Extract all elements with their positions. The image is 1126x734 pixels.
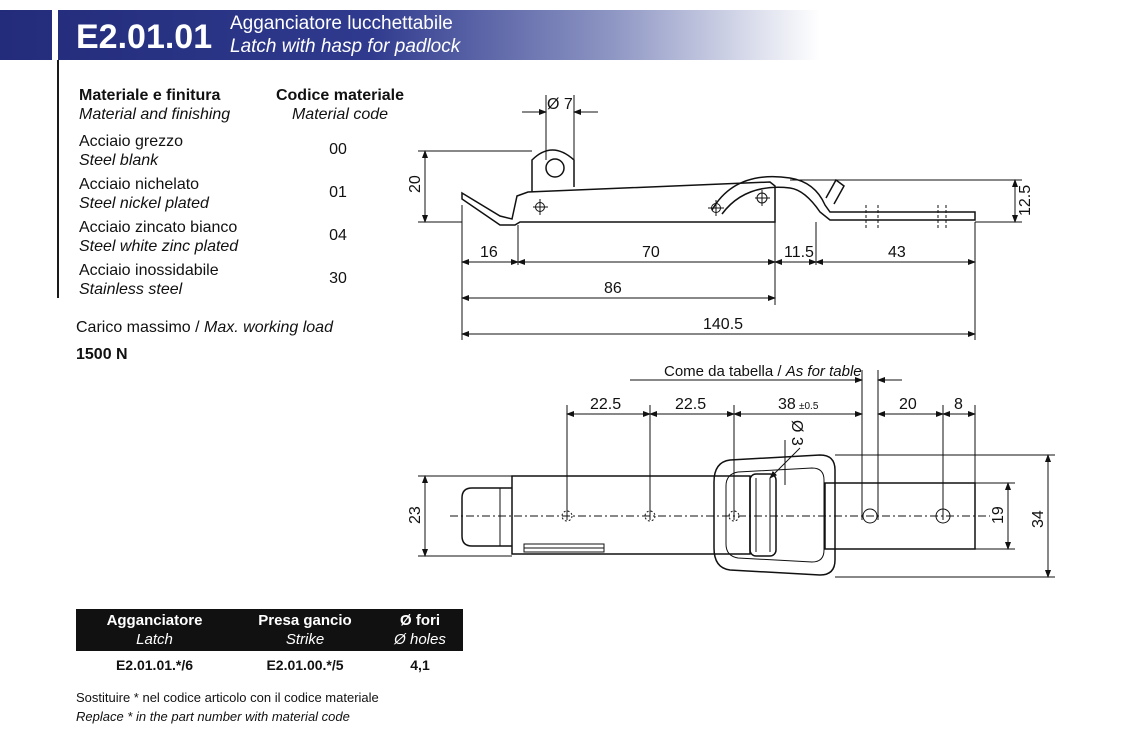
banner-stripe — [52, 10, 58, 60]
dim-20: 20 — [899, 396, 917, 413]
code-column-header: Codice materiale Material code — [270, 86, 410, 124]
material-name-it: Acciaio nichelato — [79, 176, 200, 193]
dim-22-5-a: 22.5 — [590, 396, 621, 413]
material-code: 04 — [329, 227, 347, 244]
dim-38: 38 — [778, 396, 796, 413]
material-name-it: Acciaio grezzo — [79, 133, 184, 150]
parts-header-it: Presa gancio — [258, 612, 352, 629]
material-row: Acciaio grezzo Steel blank — [79, 132, 183, 170]
code-header-it: Codice materiale — [275, 87, 405, 104]
material-row: Acciaio nichelato Steel nickel plated — [79, 175, 209, 213]
dim-height-12-5: 12.5 — [1017, 185, 1034, 216]
dim-hole-diameter: Ø 3 — [788, 420, 805, 446]
dim-height-20: 20 — [407, 175, 424, 193]
strike-part-number: E2.01.00.*/5 — [266, 657, 344, 673]
parts-header-en: Strike — [285, 631, 325, 648]
max-load-label-en: Max. working load — [204, 319, 333, 336]
dim-22-5-b: 22.5 — [675, 396, 706, 413]
hole-diameter: 4,1 — [410, 657, 430, 673]
dim-86: 86 — [604, 280, 622, 297]
max-load-value: 1500 N — [76, 346, 128, 363]
max-load-label-it: Carico massimo / — [76, 319, 205, 336]
section-divider — [57, 60, 59, 298]
title-banner: E2.01.01 Agganciatore lucchettabile Latc… — [0, 10, 820, 60]
material-name-en: Stainless steel — [79, 281, 183, 298]
as-for-table-en: As for table — [785, 363, 862, 380]
material-code: 00 — [329, 141, 347, 158]
material-name-it: Acciaio zincato bianco — [79, 219, 238, 236]
product-code: E2.01.01 — [76, 18, 213, 56]
material-name-en: Steel blank — [79, 152, 159, 169]
as-for-table-label: Come da tabella / As for table — [664, 363, 862, 380]
top-view — [418, 370, 1055, 578]
table-row: E2.01.01.*/6 E2.01.00.*/5 4,1 — [76, 651, 463, 679]
side-view-labels: Ø 7 20 12.5 16 70 11.5 43 86 140.5 — [407, 96, 1034, 333]
note-it: Sostituire * nel codice articolo con il … — [76, 690, 379, 705]
material-name-en: Steel nickel plated — [79, 195, 209, 212]
as-for-table-it: Come da tabella / — [664, 363, 786, 380]
parts-header-holes: Ø fori Ø holes — [377, 609, 463, 651]
material-code: 01 — [329, 184, 347, 201]
parts-header-en: Ø holes — [394, 631, 446, 648]
material-name-it: Acciaio inossidabile — [79, 262, 219, 279]
dim-height-23: 23 — [407, 506, 424, 524]
material-row: Acciaio zincato bianco Steel white zinc … — [79, 218, 238, 256]
dim-height-34: 34 — [1030, 510, 1047, 528]
dim-pin-diameter: Ø 7 — [547, 96, 573, 113]
product-title-en: Latch with hasp for padlock — [230, 36, 461, 57]
dim-43: 43 — [888, 244, 906, 261]
dim-16: 16 — [480, 244, 498, 261]
top-view-labels: Come da tabella / As for table 22.5 22.5… — [407, 363, 1047, 528]
dim-70: 70 — [642, 244, 660, 261]
dim-140-5: 140.5 — [703, 316, 743, 333]
parts-header-it: Ø fori — [400, 612, 440, 629]
material-name-en: Steel white zinc plated — [79, 238, 239, 255]
material-header-en: Material and finishing — [79, 106, 231, 123]
code-header-en: Material code — [291, 106, 389, 123]
max-load-label: Carico massimo / Max. working load — [76, 319, 333, 337]
dim-8: 8 — [954, 396, 963, 413]
note-en: Replace * in the part number with materi… — [76, 709, 350, 724]
product-title-it: Agganciatore lucchettabile — [230, 13, 453, 34]
latch-part-number: E2.01.01.*/6 — [115, 657, 194, 673]
dim-height-19: 19 — [990, 506, 1007, 524]
material-code: 30 — [329, 270, 347, 287]
material-column-header: Materiale e finitura Material and finish… — [79, 86, 230, 124]
dim-38-tolerance: ±0.5 — [799, 401, 819, 412]
parts-header-en: Latch — [136, 631, 173, 648]
material-row: Acciaio inossidabile Stainless steel — [79, 261, 219, 299]
material-header-it: Materiale e finitura — [79, 87, 221, 104]
side-view — [418, 95, 1022, 340]
dim-11-5: 11.5 — [784, 244, 814, 261]
parts-header-it: Agganciatore — [106, 612, 203, 629]
